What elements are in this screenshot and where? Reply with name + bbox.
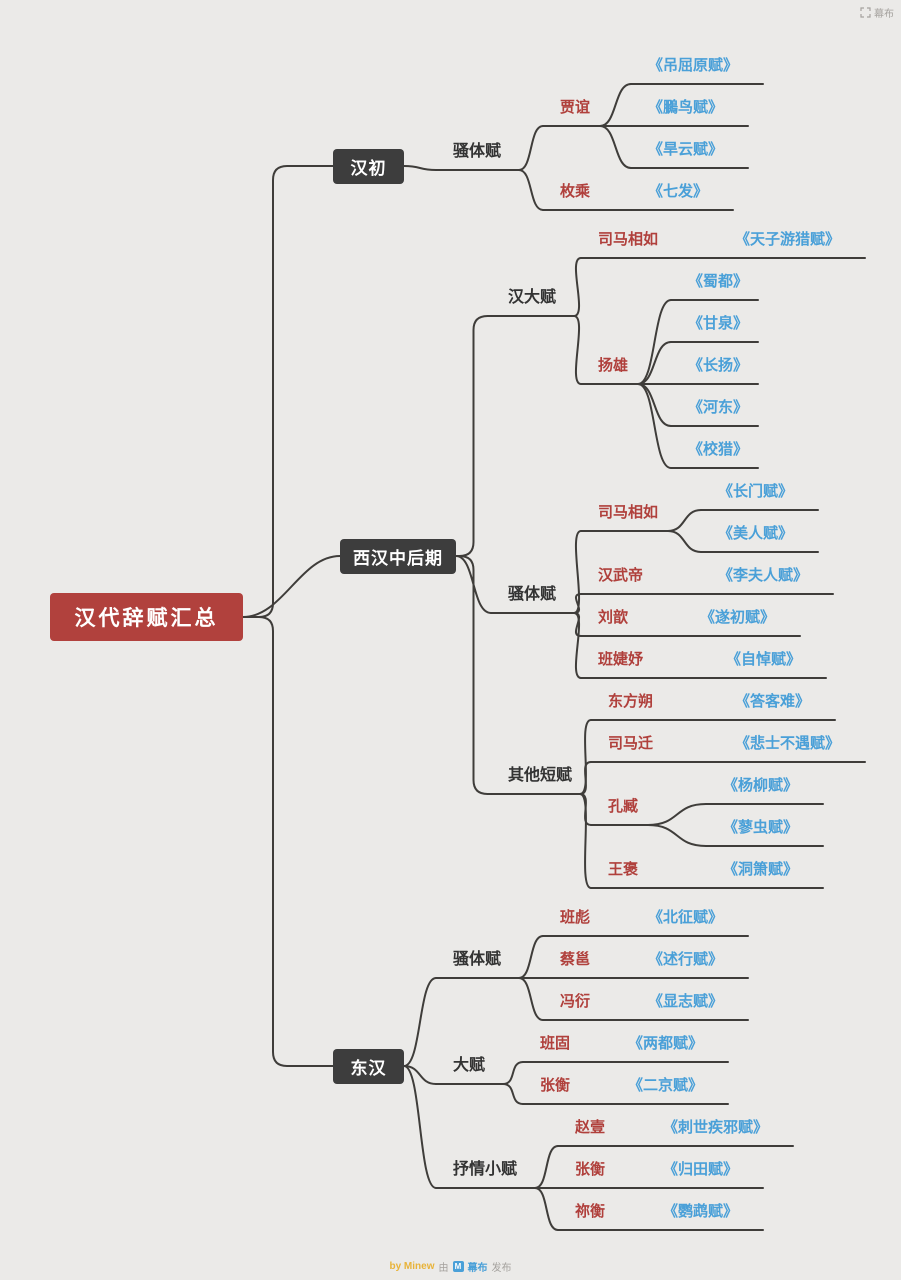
branch-node-donghan[interactable]: 东汉 (333, 1049, 404, 1084)
author-node[interactable]: 赵壹 (575, 1119, 606, 1136)
author-node[interactable]: 班婕妤 (598, 651, 644, 668)
work-node[interactable]: 《刺世疾邪赋》 (663, 1119, 769, 1136)
work-node[interactable]: 《悲士不遇赋》 (735, 735, 841, 752)
work-node[interactable]: 《杨柳赋》 (723, 777, 799, 794)
author-node[interactable]: 班彪 (560, 909, 591, 926)
corner-brand-label: 幕布 (874, 9, 894, 20)
author-node[interactable]: 王褒 (608, 861, 639, 878)
work-node[interactable]: 《旱云赋》 (648, 141, 724, 158)
work-node[interactable]: 《归田赋》 (663, 1161, 739, 1178)
work-node[interactable]: 《美人赋》 (718, 525, 794, 542)
mubu-logo-icon: M (452, 1261, 464, 1272)
expand-icon (860, 7, 871, 18)
work-node[interactable]: 《两都赋》 (628, 1035, 704, 1052)
author-node[interactable]: 班固 (540, 1035, 571, 1052)
author-node[interactable]: 扬雄 (598, 357, 629, 374)
genre-node[interactable]: 汉大赋 (508, 289, 557, 306)
genre-node[interactable]: 骚体赋 (453, 143, 502, 160)
author-node[interactable]: 司马相如 (598, 504, 659, 521)
work-node[interactable]: 《述行赋》 (648, 951, 724, 968)
watermark-author: by Minew (389, 1261, 435, 1272)
author-node[interactable]: 汉武帝 (598, 567, 644, 584)
watermark-via: 由 (438, 1263, 449, 1274)
work-node[interactable]: 《蓼虫赋》 (723, 819, 799, 836)
work-node[interactable]: 《洞箫赋》 (723, 861, 799, 878)
genre-node[interactable]: 抒情小赋 (453, 1161, 518, 1178)
work-node[interactable]: 《鹦鹉赋》 (663, 1203, 739, 1220)
work-node[interactable]: 《北征赋》 (648, 909, 724, 926)
genre-node[interactable]: 其他短赋 (508, 767, 573, 784)
work-node[interactable]: 《河东》 (688, 399, 749, 416)
author-node[interactable]: 张衡 (575, 1161, 606, 1178)
work-node[interactable]: 《蜀都》 (688, 273, 749, 290)
work-node[interactable]: 《自悼赋》 (726, 651, 802, 668)
author-node[interactable]: 张衡 (540, 1077, 571, 1094)
corner-brand[interactable]: 幕布 (860, 5, 894, 20)
work-node[interactable]: 《遂初赋》 (700, 609, 776, 626)
genre-node[interactable]: 骚体赋 (508, 586, 557, 603)
work-node[interactable]: 《七发》 (648, 183, 709, 200)
work-node[interactable]: 《天子游猎赋》 (735, 231, 841, 248)
work-node[interactable]: 《显志赋》 (648, 993, 724, 1010)
author-node[interactable]: 枚乘 (560, 183, 591, 200)
work-node[interactable]: 《答客难》 (735, 693, 811, 710)
work-node[interactable]: 《李夫人赋》 (718, 567, 809, 584)
author-node[interactable]: 贾谊 (560, 99, 591, 116)
work-node[interactable]: 《甘泉》 (688, 315, 749, 332)
author-node[interactable]: 司马迁 (608, 735, 654, 752)
author-node[interactable]: 蔡邕 (560, 951, 591, 968)
work-node[interactable]: 《二京赋》 (628, 1077, 704, 1094)
genre-node[interactable]: 骚体赋 (453, 951, 502, 968)
root-node[interactable]: 汉代辞赋汇总 (50, 593, 243, 641)
work-node[interactable]: 《鵩鸟赋》 (648, 99, 724, 116)
author-node[interactable]: 冯衍 (560, 993, 591, 1010)
author-node[interactable]: 孔臧 (608, 798, 639, 815)
author-node[interactable]: 祢衡 (575, 1203, 606, 1220)
author-node[interactable]: 刘歆 (598, 609, 629, 626)
publish-watermark: by Minew 由 M 幕布 发布 (0, 1259, 901, 1274)
author-node[interactable]: 司马相如 (598, 231, 659, 248)
branch-node-hanchu[interactable]: 汉初 (333, 149, 404, 184)
watermark-action: 发布 (491, 1263, 512, 1274)
work-node[interactable]: 《校猎》 (688, 441, 749, 458)
work-node[interactable]: 《长扬》 (688, 357, 749, 374)
genre-node[interactable]: 大赋 (453, 1057, 486, 1074)
author-node[interactable]: 东方朔 (608, 693, 654, 710)
branch-node-xihan-mid-late[interactable]: 西汉中后期 (340, 539, 456, 574)
work-node[interactable]: 《吊屈原赋》 (648, 57, 739, 74)
watermark-brand[interactable]: 幕布 (467, 1263, 488, 1274)
work-node[interactable]: 《长门赋》 (718, 483, 794, 500)
